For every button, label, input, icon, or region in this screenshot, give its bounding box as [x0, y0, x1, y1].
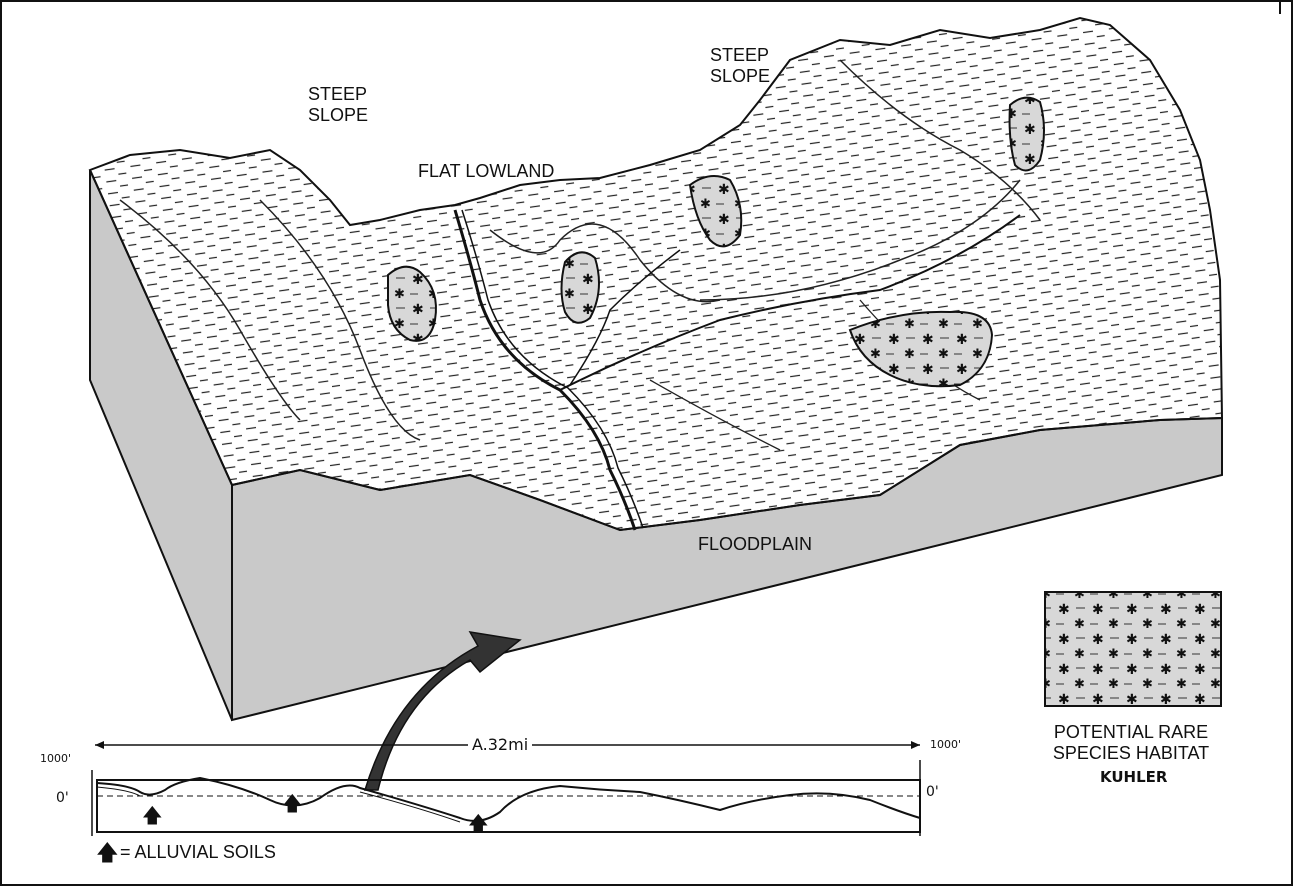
- svg-text:🡅: 🡅: [282, 791, 303, 815]
- svg-text:🡅: 🡅: [468, 811, 489, 835]
- legend-habitat-caption: POTENTIAL RARE SPECIES HABITAT: [1040, 722, 1222, 764]
- alluvial-soil-arrow-icon: 🡅: [96, 841, 119, 866]
- habitat-patch: [1010, 98, 1044, 171]
- artist-signature: KUHLER: [1100, 768, 1167, 786]
- label-flat-lowland: FLAT LOWLAND: [418, 161, 554, 182]
- profile-elevation-zero-right: 0': [926, 784, 939, 800]
- svg-text:🡅: 🡅: [142, 803, 163, 827]
- profile-elevation-zero-left: 0': [56, 790, 69, 806]
- label-steep-slope-right: STEEP SLOPE: [710, 45, 770, 87]
- label-steep-slope-left: STEEP SLOPE: [308, 84, 368, 126]
- habitat-patch: [562, 252, 600, 322]
- profile-elevation-top-right: 1000': [930, 738, 961, 751]
- cross-section-profile: 🡅 🡅 🡅: [92, 741, 920, 836]
- profile-distance-label: A.32mi: [468, 735, 532, 754]
- label-floodplain: FLOODPLAIN: [698, 534, 812, 555]
- profile-elevation-top-left: 1000': [40, 752, 71, 765]
- legend-habitat-swatch: [1045, 592, 1221, 706]
- profile-key-text: = ALLUVIAL SOILS: [120, 842, 276, 863]
